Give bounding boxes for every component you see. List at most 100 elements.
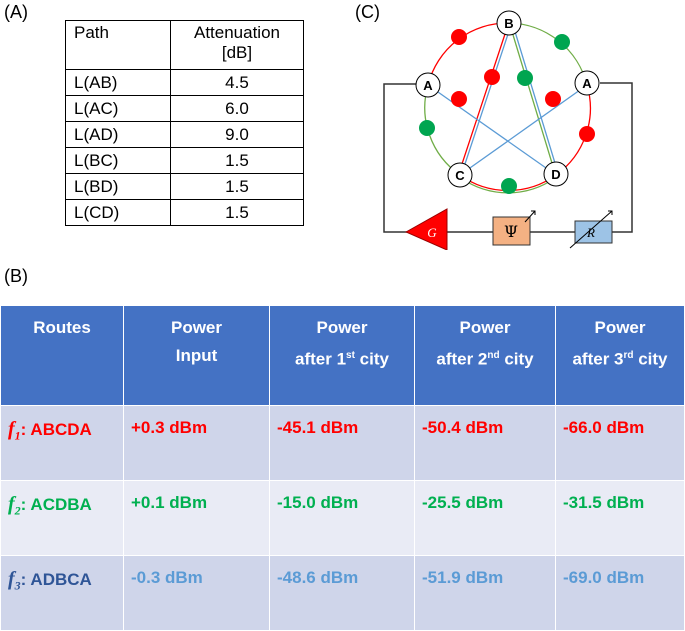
path-cell: L(AB) xyxy=(65,69,171,96)
header-text: after 2 xyxy=(436,349,488,369)
table-row: f1: ABCDA +0.3 dBm -45.1 dBm -50.4 dBm -… xyxy=(0,405,685,481)
node-a-right: A xyxy=(574,70,600,96)
header-attenuation-text: Attenuation xyxy=(193,23,280,42)
network-diagram: B A A C D G Ψ R xyxy=(383,10,633,250)
route-name: : ACDBA xyxy=(20,495,92,514)
header-attenuation: Attenuation[dB] xyxy=(170,20,304,70)
route-subscript: 3 xyxy=(14,578,21,593)
header-text: city xyxy=(499,349,534,369)
power-cell: -50.4 dBm xyxy=(414,405,556,481)
svg-text:A: A xyxy=(582,76,592,91)
power-cell: -25.5 dBm xyxy=(414,480,556,556)
node-b: B xyxy=(496,10,522,36)
table-row: L(BD)1.5 xyxy=(65,173,304,200)
power-cell: +0.1 dBm xyxy=(123,480,270,556)
panel-label-b: (B) xyxy=(4,266,28,286)
power-cell: -0.3 dBm xyxy=(123,555,270,631)
header-sup: st xyxy=(346,350,355,361)
power-cell: -48.6 dBm xyxy=(269,555,415,631)
path-cell: L(BC) xyxy=(65,147,171,174)
route-cell: f1: ABCDA xyxy=(0,405,124,481)
chord-ad xyxy=(427,84,557,176)
header-sup: rd xyxy=(623,350,634,361)
svg-text:Ψ: Ψ xyxy=(504,222,518,241)
table-row: L(AB)4.5 xyxy=(65,69,304,96)
gain-amplifier-icon: G xyxy=(404,208,448,250)
route-symbol: f xyxy=(8,568,15,590)
table-row: L(AD)9.0 xyxy=(65,121,304,148)
svg-text:D: D xyxy=(551,167,560,182)
svg-text:A: A xyxy=(423,78,433,93)
variable-resistor-icon: R xyxy=(569,210,613,249)
value-cell: 1.5 xyxy=(170,199,304,226)
value-cell: 1.5 xyxy=(170,173,304,200)
power-cell: -51.9 dBm xyxy=(414,555,556,631)
value-cell: 1.5 xyxy=(170,147,304,174)
chord-bc-blue xyxy=(461,24,512,174)
header-routes: Routes xyxy=(0,305,124,406)
header-sup: nd xyxy=(487,350,500,361)
node-d: D xyxy=(543,161,569,187)
red-dots xyxy=(451,29,595,142)
table-row: L(CD)1.5 xyxy=(65,199,304,226)
value-cell: 4.5 xyxy=(170,69,304,96)
value-cell: 6.0 xyxy=(170,95,304,122)
route-subscript: 2 xyxy=(14,503,21,518)
header-text: Power xyxy=(594,318,646,337)
power-cell: -31.5 dBm xyxy=(555,480,685,556)
table-row: L(BC)1.5 xyxy=(65,147,304,174)
power-cell: -69.0 dBm xyxy=(555,555,685,631)
header-text: Power xyxy=(316,318,368,337)
node-c: C xyxy=(447,162,473,188)
header-power-3rd: Power after 3rd city xyxy=(555,305,685,406)
header-text: city xyxy=(633,349,668,369)
power-cell: -66.0 dBm xyxy=(555,405,685,481)
green-dots xyxy=(419,34,570,194)
route-name: : ABCDA xyxy=(20,420,92,439)
svg-text:R: R xyxy=(586,225,595,240)
header-path: Path xyxy=(65,20,171,70)
svg-text:G: G xyxy=(427,225,437,240)
header-text: city xyxy=(354,349,389,369)
route-symbol: f xyxy=(8,418,15,440)
loop-wire-left xyxy=(383,83,416,233)
chord-bd-blue xyxy=(512,24,559,174)
table-row: L(AC)6.0 xyxy=(65,95,304,122)
header-power-2nd: Power after 2nd city xyxy=(414,305,556,406)
path-cell: L(CD) xyxy=(65,199,171,226)
svg-text:B: B xyxy=(504,16,513,31)
node-a-left: A xyxy=(415,72,441,98)
header-unit: [dB] xyxy=(221,43,253,62)
phase-shifter-icon: Ψ xyxy=(492,210,536,246)
power-cell: +0.3 dBm xyxy=(123,405,270,481)
power-cell: -45.1 dBm xyxy=(269,405,415,481)
chord-bc-red xyxy=(458,24,509,174)
header-text: after 1 xyxy=(295,349,347,369)
path-cell: L(BD) xyxy=(65,173,171,200)
attenuation-table: Path Attenuation[dB] L(AB)4.5 L(AC)6.0 L… xyxy=(65,20,304,226)
route-cell: f2: ACDBA xyxy=(0,480,124,556)
header-text: Power xyxy=(459,318,511,337)
chord-ac xyxy=(459,84,588,176)
loop-wire-right xyxy=(600,82,633,233)
header-text: Input xyxy=(175,346,218,365)
route-cell: f3: ADBCA xyxy=(0,555,124,631)
chord-bd-green xyxy=(509,24,556,174)
header-text: after 3 xyxy=(572,349,624,369)
power-cell: -15.0 dBm xyxy=(269,480,415,556)
header-text: Routes xyxy=(33,318,91,337)
path-cell: L(AC) xyxy=(65,95,171,122)
route-symbol: f xyxy=(8,493,15,515)
table-row: f2: ACDBA +0.1 dBm -15.0 dBm -25.5 dBm -… xyxy=(0,480,685,556)
svg-text:C: C xyxy=(455,168,465,183)
header-text: Power xyxy=(170,318,223,337)
path-cell: L(AD) xyxy=(65,121,171,148)
table-row: f3: ADBCA -0.3 dBm -48.6 dBm -51.9 dBm -… xyxy=(0,555,685,631)
panel-label-c: (C) xyxy=(355,2,380,22)
panel-label-a: (A) xyxy=(4,2,28,22)
route-subscript: 1 xyxy=(14,428,21,443)
route-name: : ADBCA xyxy=(20,570,92,589)
